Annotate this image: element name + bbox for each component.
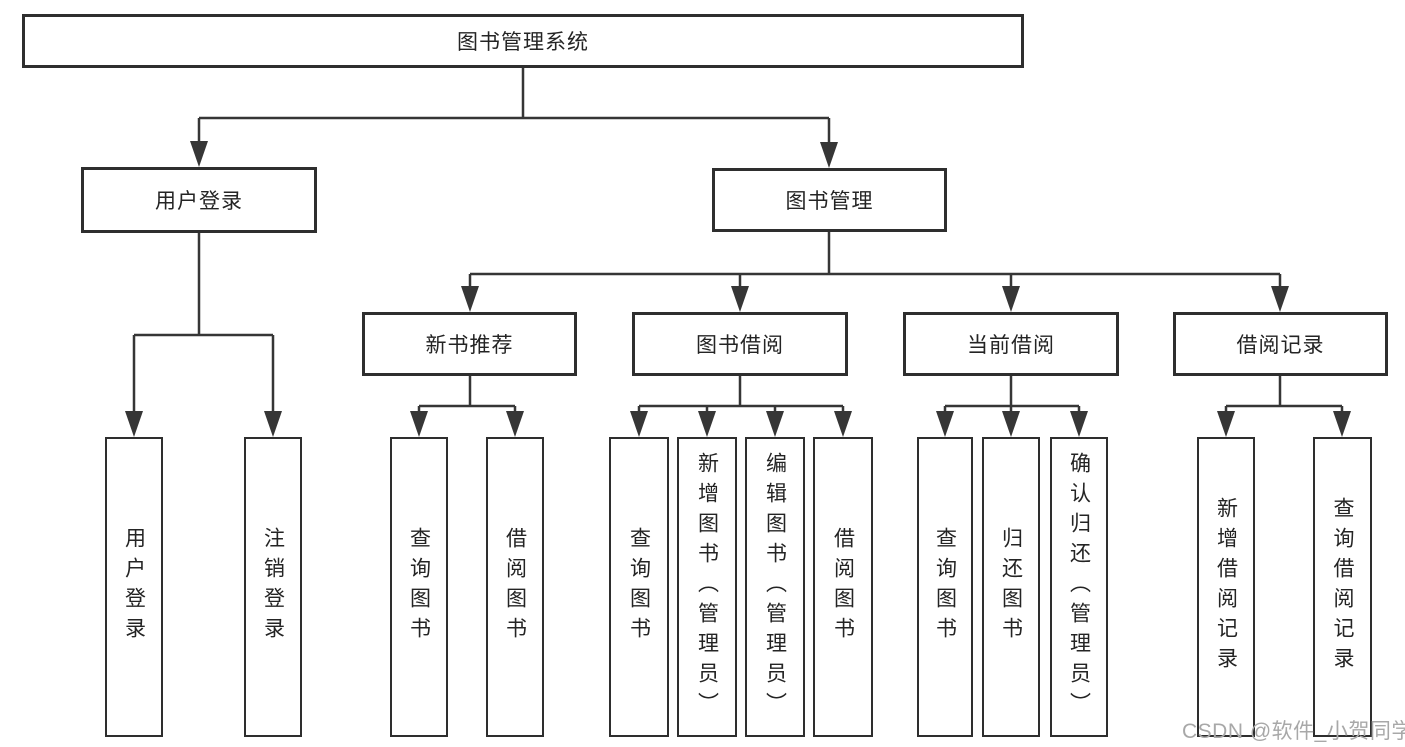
arrowhead-icon (698, 411, 716, 437)
edge-book-borrow (637, 376, 845, 415)
arrowhead-icon (1333, 411, 1351, 437)
node-user-login-label: 用户登录 (155, 190, 243, 213)
arrowhead-icon (820, 142, 838, 168)
node-root-label: 图书管理系统 (457, 31, 589, 54)
leaf-br-add-record: 新增借阅记录 (1197, 437, 1255, 737)
leaf-br-query-record-label: 查询借阅记录 (1331, 497, 1354, 677)
leaf-bb-query-books: 查询图书 (609, 437, 669, 737)
leaf-cb-return-books-label: 归还图书 (999, 527, 1023, 647)
leaf-rec-borrow-books-label: 借阅图书 (503, 527, 527, 647)
leaf-br-add-record-label: 新增借阅记录 (1214, 497, 1238, 677)
edge-user-login (132, 233, 275, 415)
arrowhead-icon (630, 411, 648, 437)
leaf-bb-add-books: 新增图书（管理员） (677, 437, 737, 737)
arrowhead-icon (1271, 286, 1289, 312)
arrowhead-icon (834, 411, 852, 437)
arrowhead-icon (190, 141, 208, 167)
arrowhead-icon (766, 411, 784, 437)
leaf-bb-query-books-label: 查询图书 (627, 527, 651, 647)
node-new-book-rec-label: 新书推荐 (425, 334, 514, 357)
arrowhead-icon (125, 411, 143, 437)
edge-root (197, 68, 831, 146)
leaf-bb-edit-books-label: 编辑图书（管理员） (763, 452, 787, 722)
leaf-cb-query-books: 查询图书 (917, 437, 973, 737)
edge-borrow-record (1224, 376, 1344, 415)
tree-edges (132, 68, 1344, 415)
arrowheads (125, 141, 1351, 437)
node-user-login: 用户登录 (81, 167, 317, 233)
leaf-cb-query-books-label: 查询图书 (933, 527, 957, 647)
node-book-mgmt-label: 图书管理 (785, 190, 874, 213)
edge-current-borrow (943, 376, 1081, 415)
arrowhead-icon (731, 286, 749, 312)
leaf-cb-return-books: 归还图书 (982, 437, 1040, 737)
arrowhead-icon (1002, 411, 1020, 437)
arrowhead-icon (1217, 411, 1235, 437)
node-borrow-record-label: 借阅记录 (1236, 334, 1325, 357)
arrowhead-icon (936, 411, 954, 437)
leaf-bb-borrow-books-label: 借阅图书 (831, 527, 855, 647)
arrowhead-icon (264, 411, 282, 437)
leaf-logout-label: 注销登录 (261, 527, 285, 647)
leaf-bb-edit-books: 编辑图书（管理员） (745, 437, 805, 737)
node-new-book-rec: 新书推荐 (362, 312, 577, 376)
leaf-br-query-record: 查询借阅记录 (1313, 437, 1372, 737)
edge-new-book-rec (417, 376, 517, 415)
node-book-mgmt: 图书管理 (712, 168, 947, 232)
node-root: 图书管理系统 (22, 14, 1024, 68)
node-current-borrow-label: 当前借阅 (967, 334, 1055, 357)
leaf-bb-add-books-label: 新增图书（管理员） (695, 452, 719, 722)
edge-book-mgmt (468, 232, 1282, 290)
arrowhead-icon (1002, 286, 1020, 312)
arrowhead-icon (506, 411, 524, 437)
node-book-borrow-label: 图书借阅 (696, 334, 784, 357)
arrowhead-icon (461, 286, 479, 312)
leaf-logout: 注销登录 (244, 437, 302, 737)
leaf-rec-query-books-label: 查询图书 (407, 527, 431, 647)
leaf-bb-borrow-books: 借阅图书 (813, 437, 873, 737)
node-borrow-record: 借阅记录 (1173, 312, 1388, 376)
leaf-user-login: 用户登录 (105, 437, 163, 737)
leaf-rec-query-books: 查询图书 (390, 437, 448, 737)
node-current-borrow: 当前借阅 (903, 312, 1119, 376)
arrowhead-icon (410, 411, 428, 437)
leaf-rec-borrow-books: 借阅图书 (486, 437, 544, 737)
leaf-cb-confirm-return-label: 确认归还（管理员） (1067, 452, 1091, 722)
watermark: CSDN @软件_小贺同学 (1182, 720, 1405, 743)
arrowhead-icon (1070, 411, 1088, 437)
leaf-user-login-label: 用户登录 (122, 527, 146, 647)
node-book-borrow: 图书借阅 (632, 312, 848, 376)
leaf-cb-confirm-return: 确认归还（管理员） (1050, 437, 1108, 737)
